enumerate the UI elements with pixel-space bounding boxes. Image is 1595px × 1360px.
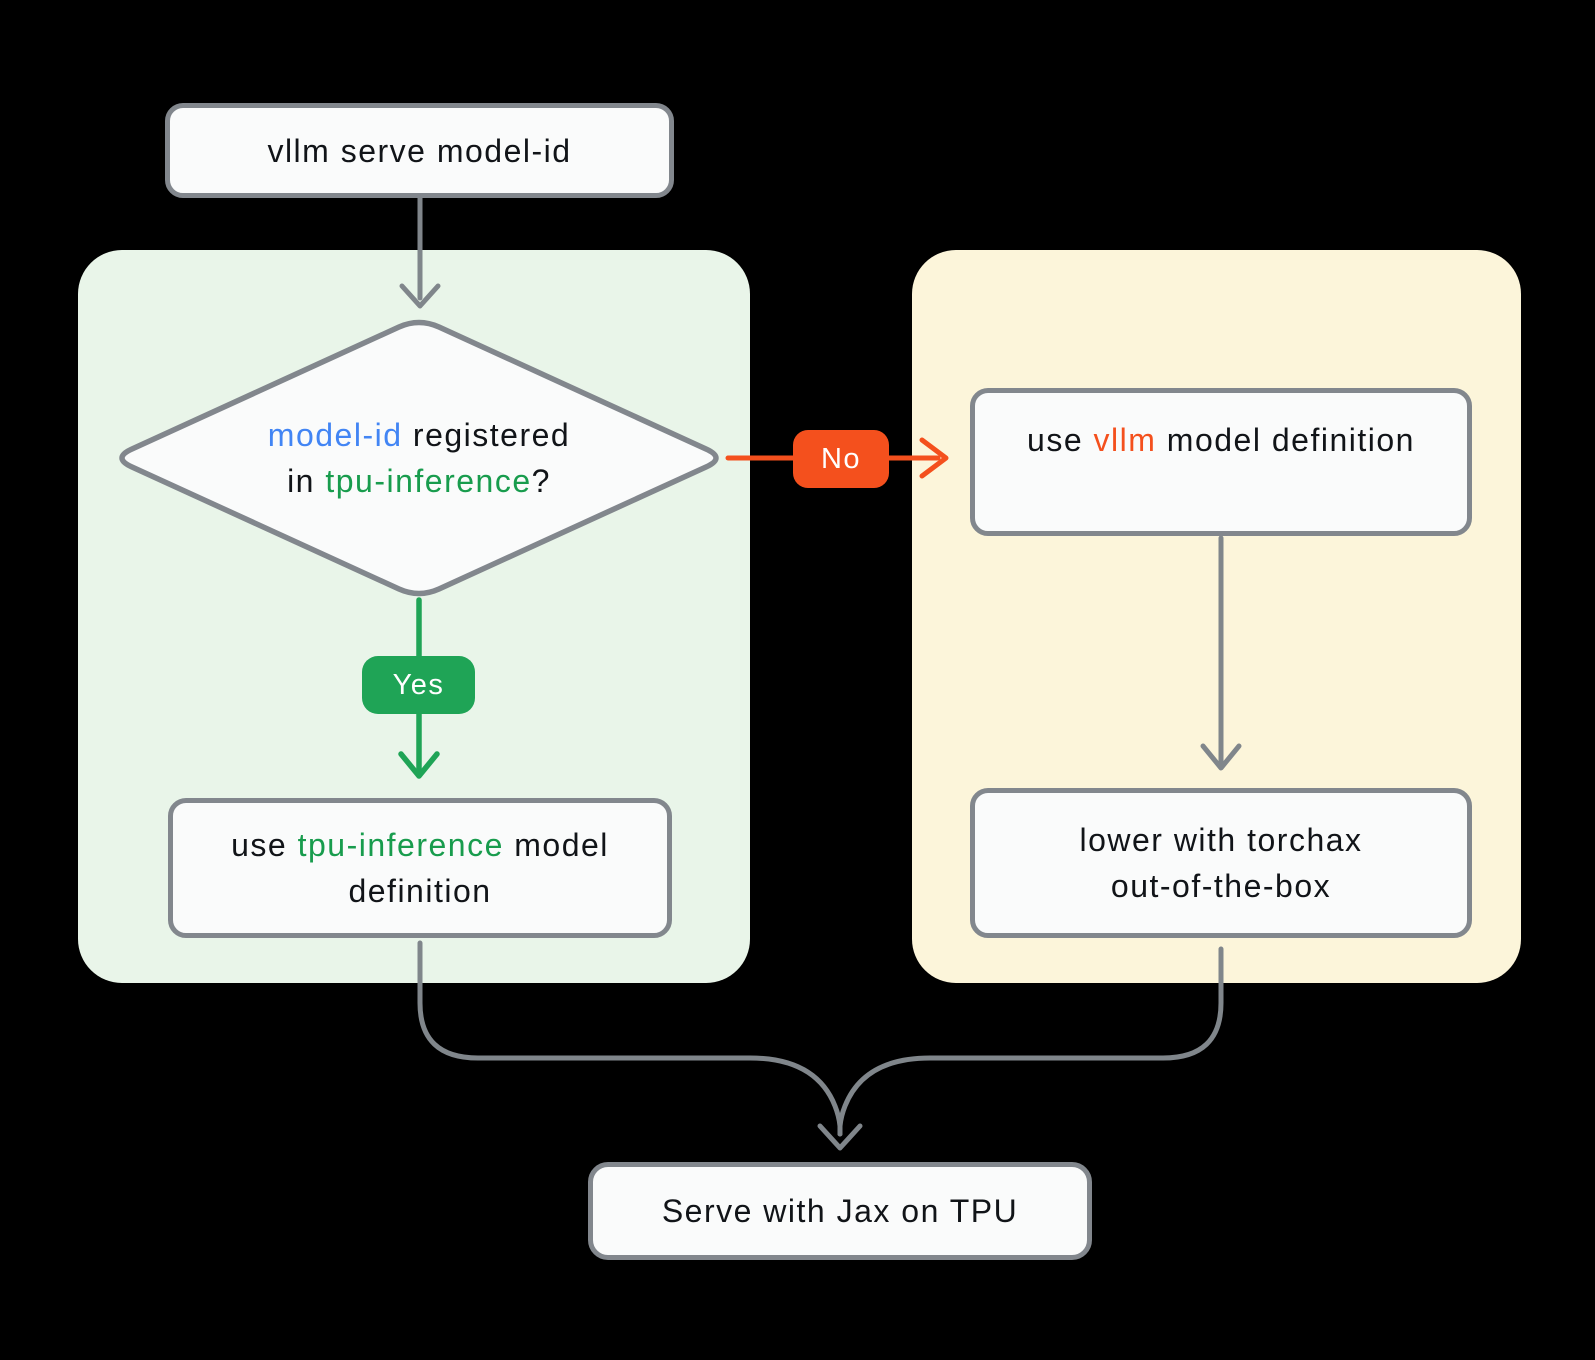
decision-registered-text: registered xyxy=(402,417,571,453)
edge-no-arrowhead-icon xyxy=(919,437,949,479)
decision-diamond-shape xyxy=(119,319,719,597)
use-tpu-highlight-text: tpu-inference xyxy=(297,827,504,863)
use-tpu-inference-node: use tpu-inference model definition xyxy=(168,798,672,938)
edge-merge-arrowhead-icon xyxy=(817,1123,863,1151)
yes-label-text: Yes xyxy=(392,668,445,701)
start-node-label: vllm serve model-id xyxy=(267,132,572,169)
use-vllm-highlight-text: vllm xyxy=(1093,422,1157,458)
torchax-node: lower with torchax out-of-the-box xyxy=(970,788,1472,938)
decision-tpu-inference-text: tpu-inference xyxy=(325,463,532,499)
decision-model-id-text: model-id xyxy=(267,417,403,453)
edge-yes-arrowhead-icon xyxy=(398,751,440,779)
edge-tpu-to-serve xyxy=(417,940,843,1137)
use-vllm-prefix-text: use xyxy=(1027,422,1094,458)
use-tpu-prefix-text: use xyxy=(231,827,298,863)
decision-line-2: in tpu-inference? xyxy=(144,458,694,504)
use-tpu-suffix-text: model xyxy=(503,827,609,863)
yes-edge-label: Yes xyxy=(362,656,475,714)
use-vllm-node-label: use vllm model definition xyxy=(1027,417,1415,463)
decision-question-mark: ? xyxy=(531,463,551,499)
use-vllm-node: use vllm model definition xyxy=(970,388,1472,536)
use-tpu-line-1: use tpu-inference model xyxy=(231,822,609,868)
torchax-line-1: lower with torchax xyxy=(1079,822,1363,858)
serve-node-label: Serve with Jax on TPU xyxy=(661,1193,1019,1229)
edge-vllm-to-torchax-arrowhead-icon xyxy=(1200,743,1242,771)
start-node: vllm serve model-id xyxy=(165,103,674,198)
decision-line-1: model-id registered xyxy=(144,412,694,458)
decision-node-label: model-id registered in tpu-inference? xyxy=(144,412,694,504)
torchax-line-2: out-of-the-box xyxy=(1110,868,1332,904)
edge-torchax-to-serve xyxy=(837,946,1224,1137)
no-label-text: No xyxy=(820,442,862,475)
decision-in-text: in xyxy=(287,463,326,499)
use-vllm-suffix-text: model definition xyxy=(1156,422,1415,458)
edge-start-to-decision-arrowhead-icon xyxy=(399,283,441,309)
serve-node: Serve with Jax on TPU xyxy=(588,1162,1092,1260)
use-tpu-line-2: definition xyxy=(348,873,492,909)
no-edge-label: No xyxy=(793,430,889,488)
